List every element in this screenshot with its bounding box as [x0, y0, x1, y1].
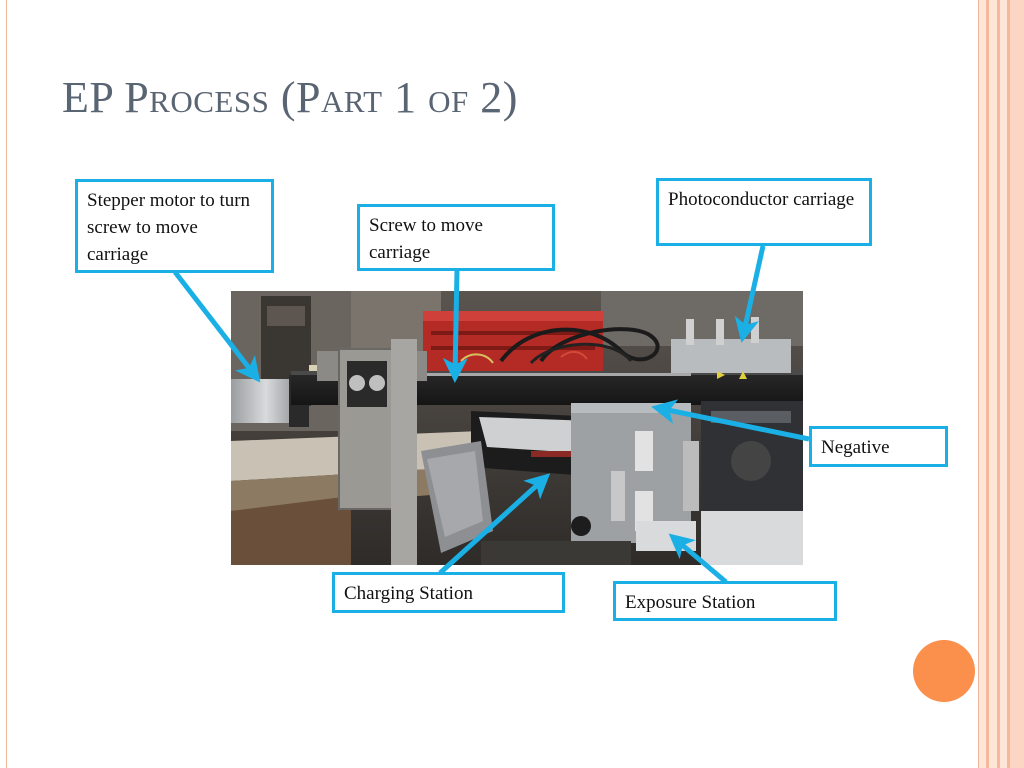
callout-photoconductor: Photoconductor carriage — [656, 178, 872, 246]
callout-negative-text: Negative — [821, 437, 890, 458]
callout-photoconductor-text: Photoconductor carriage — [668, 189, 855, 210]
callout-negative: Negative — [809, 426, 948, 467]
callout-screw-text: Screw to move carriage — [369, 215, 483, 263]
orange-circle-decoration — [913, 640, 975, 702]
callout-charging-text: Charging Station — [344, 583, 473, 604]
callout-charging-station: Charging Station — [332, 572, 565, 613]
callout-exposure-station: Exposure Station — [613, 581, 837, 621]
callout-exposure-text: Exposure Station — [625, 592, 756, 613]
callout-screw: Screw to move carriage — [357, 204, 555, 271]
callout-stepper-text: Stepper motor to turn screw to move carr… — [87, 190, 251, 265]
lab-equipment-photo — [231, 291, 803, 565]
callout-stepper-motor: Stepper motor to turn screw to move carr… — [75, 179, 274, 273]
decorative-stripes — [979, 0, 1024, 768]
slide-title: EP Process (Part 1 of 2) — [62, 73, 518, 122]
slide-frame — [6, 0, 979, 768]
